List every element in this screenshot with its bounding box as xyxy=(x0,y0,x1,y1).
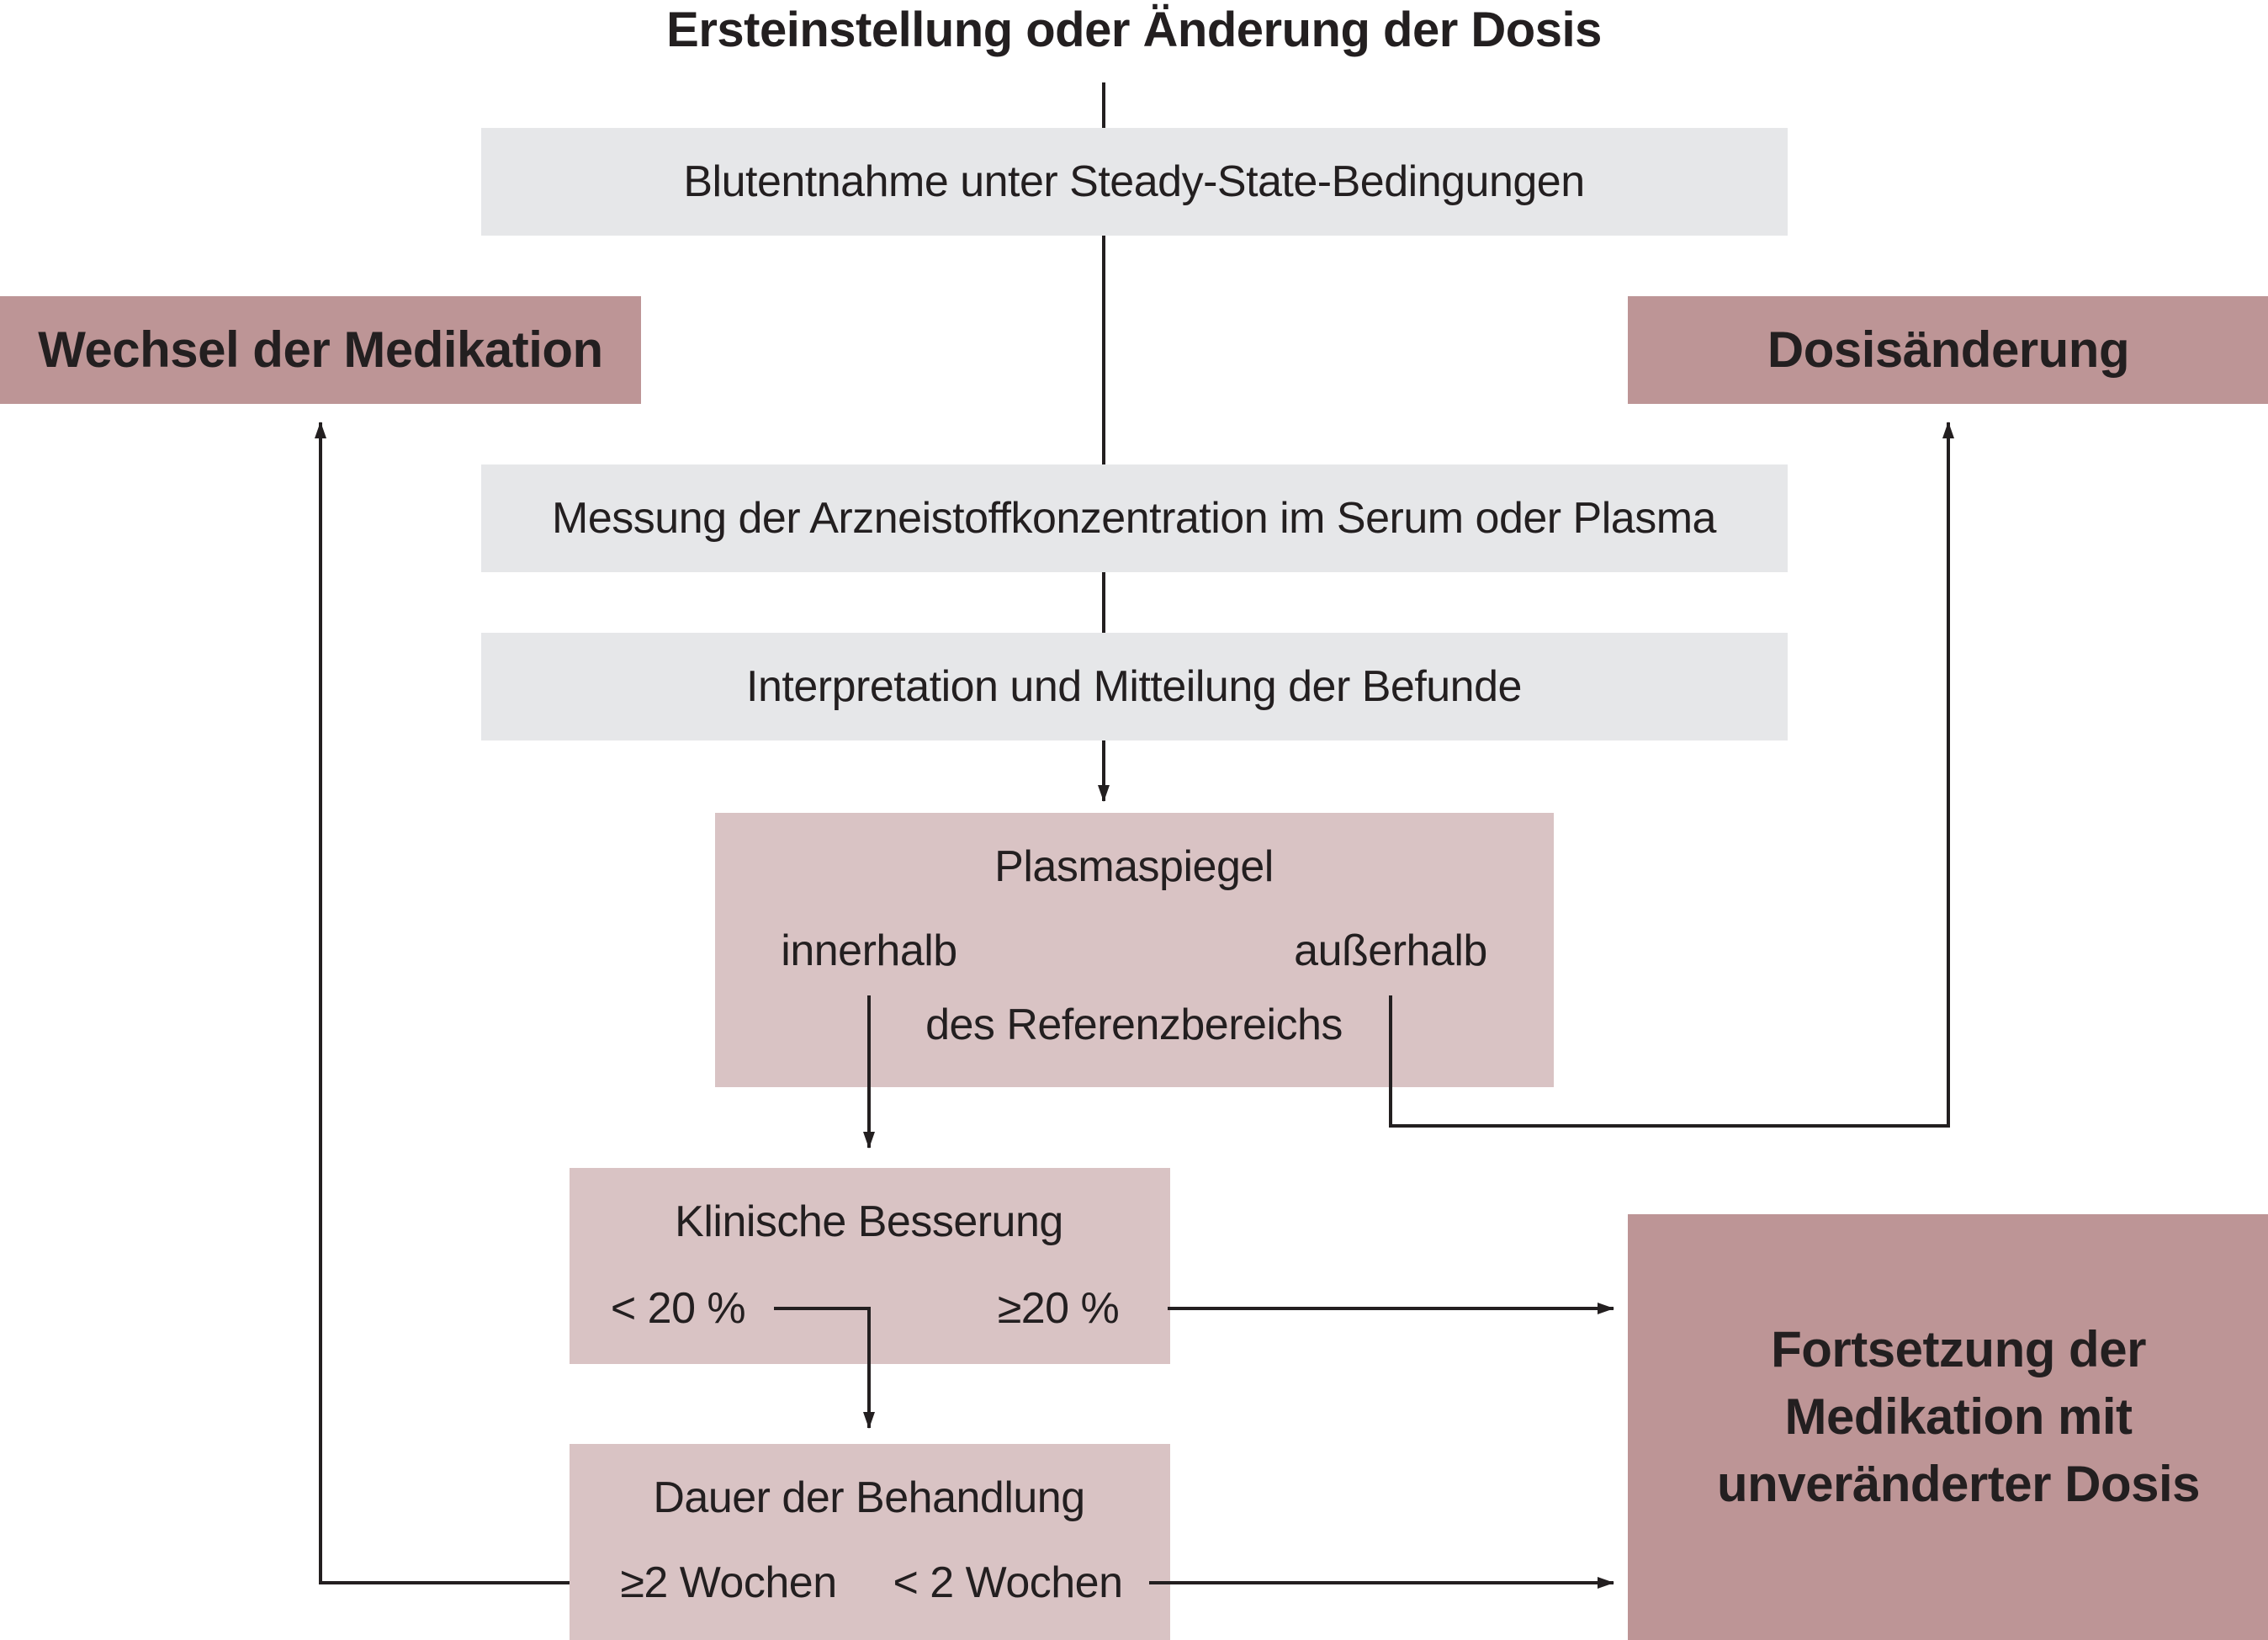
continue-line-2: Medikation mit xyxy=(1784,1388,2133,1445)
blood-sample-label: Blutentnahme unter Steady-State-Bedingun… xyxy=(683,157,1585,206)
change-medication-label: Wechsel der Medikation xyxy=(38,321,603,378)
measurement-label: Messung der Arzneistoffkonzentration im … xyxy=(552,494,1716,543)
blood-sample-box xyxy=(481,128,1788,236)
plasma-heading: Plasmaspiegel xyxy=(994,842,1274,891)
duration-heading: Dauer der Behandlung xyxy=(653,1473,1085,1522)
continue-line-1: Fortsetzung der xyxy=(1771,1321,2146,1377)
clinical-heading: Klinische Besserung xyxy=(675,1197,1063,1246)
treatment-duration-box xyxy=(570,1444,1170,1640)
change-medication-box xyxy=(0,296,641,404)
plasma-level-box xyxy=(715,813,1554,1087)
arrow-less20-to-duration xyxy=(774,1307,875,1429)
clinical-more-label: ≥20 % xyxy=(997,1284,1120,1333)
plasma-reference-label: des Referenzbereichs xyxy=(925,1000,1343,1049)
interpretation-box xyxy=(481,633,1788,740)
continue-line-3: unveränderter Dosis xyxy=(1716,1456,2201,1512)
plasma-within-label: innerhalb xyxy=(781,926,957,975)
duration-long-label: ≥2 Wochen xyxy=(620,1558,837,1607)
interpretation-label: Interpretation und Mitteilung der Befund… xyxy=(746,662,1522,711)
diagram-title: Ersteinstellung oder Änderung der Dosis xyxy=(666,3,1602,57)
measurement-box xyxy=(481,464,1788,572)
clinical-less-label: < 20 % xyxy=(610,1284,746,1333)
duration-short-label: < 2 Wochen xyxy=(893,1558,1123,1607)
dose-change-box xyxy=(1628,296,2268,404)
plasma-outside-label: außerhalb xyxy=(1294,926,1487,975)
arrow-outside-to-dose-change xyxy=(1389,422,1954,1128)
arrow-long-to-change-medication xyxy=(315,422,570,1584)
dose-change-label: Dosisänderung xyxy=(1767,321,2130,378)
continue-medication-box xyxy=(1628,1214,2268,1640)
